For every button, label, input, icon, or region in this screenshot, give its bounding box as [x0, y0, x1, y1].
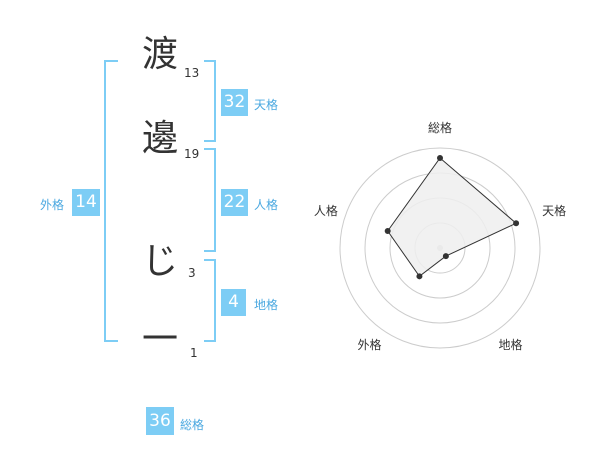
radar-ring	[339, 147, 541, 349]
radar-series-area	[387, 157, 517, 278]
tenkaku-label: 天格	[254, 98, 279, 112]
radar-point-1	[437, 155, 443, 161]
stroke-count-2: 19	[184, 147, 200, 161]
stroke-count-1: 13	[184, 66, 200, 80]
soukaku-label: 総格	[180, 418, 205, 432]
stroke-count-4: 1	[190, 346, 198, 360]
radar-axis-label-1: 総格	[428, 120, 452, 135]
radar-point-2	[513, 220, 520, 227]
radar-point-4	[416, 273, 423, 280]
name-char-3: じ	[141, 241, 178, 282]
chikaku-bracket	[204, 259, 216, 342]
radar-axis-label-3: 地格	[499, 337, 523, 352]
jinkaku-value: 22	[221, 189, 248, 216]
name-char-1: 渡	[141, 34, 178, 75]
soukaku-value: 36	[146, 407, 174, 435]
chikaku-value: 4	[221, 289, 246, 316]
stroke-count-3: 3	[188, 266, 196, 280]
radar-point-3	[442, 253, 449, 260]
radar-point-5	[384, 228, 391, 235]
gaikaku-label: 外格	[40, 198, 65, 212]
chikaku-label: 地格	[254, 298, 279, 312]
gaikaku-bracket	[104, 60, 118, 342]
tenkaku-value: 32	[221, 89, 248, 116]
jinkaku-bracket	[204, 148, 216, 252]
radar-axis-label-2: 天格	[542, 203, 566, 218]
radar-axis-label-4: 外格	[357, 337, 381, 352]
tenkaku-bracket	[204, 60, 216, 142]
jinkaku-label: 人格	[254, 198, 279, 212]
name-char-2: 邊	[141, 118, 178, 159]
name-char-4: 一	[141, 319, 178, 360]
radar-axis-label-5: 人格	[314, 203, 338, 218]
gaikaku-value: 14	[72, 189, 100, 216]
